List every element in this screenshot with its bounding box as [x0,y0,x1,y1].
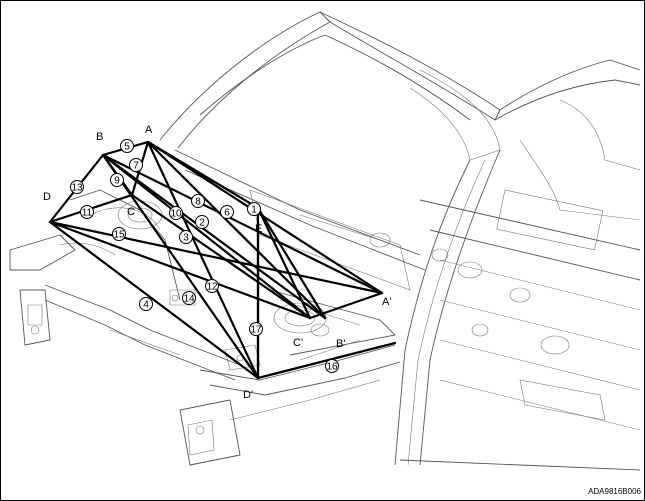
callout-number: 7 [133,161,139,172]
dimension-callout: 10 [169,206,183,220]
dimension-callout: 7 [129,158,143,172]
callout-circle [110,173,124,187]
dimension-callout: 1 [247,202,261,216]
point-label-c: C [127,206,135,218]
callout-number: 17 [250,325,262,336]
point-label-b-prime: B' [336,338,345,350]
callout-circle [249,322,263,336]
callout-circle [220,205,234,219]
vehicle-body-structure [9,11,641,471]
point-label-b: B [96,131,103,143]
callout-number: 12 [206,282,218,293]
callout-number: 14 [183,294,195,305]
callout-circle [70,180,84,194]
callout-number: 2 [199,218,205,229]
callout-circle [195,215,209,229]
dimension-callout: 12 [205,279,219,293]
dimension-callout: 9 [110,173,124,187]
dimension-callout: 2 [195,215,209,229]
callout-number: 6 [224,208,230,219]
point-label-a-prime: A' [382,296,391,308]
callout-circle [139,297,153,311]
dimension-callout: 15 [112,227,126,241]
callout-number: 3 [183,233,189,244]
callout-circle [191,194,205,208]
point-label-d: D [43,191,51,203]
callout-number: 13 [71,183,83,194]
measurement-lines [48,140,397,380]
callout-circle [325,359,339,373]
callout-circle [182,291,196,305]
callout-number: 9 [114,176,120,187]
callout-circle [169,206,183,220]
dimension-callout: 6 [220,205,234,219]
dimension-callout: 17 [249,322,263,336]
point-label-a: A [145,124,153,136]
callout-circle [129,158,143,172]
point-labels: A B C D E A' B' C' D' [43,124,391,401]
dimension-callout: 8 [191,194,205,208]
callout-circle [112,227,126,241]
callout-number: 10 [170,209,182,220]
dimension-callout: 4 [139,297,153,311]
dimension-callout: 14 [182,291,196,305]
callout-circle [205,279,219,293]
point-label-e: E [255,223,262,235]
callout-circle [179,230,193,244]
dimension-callout: 16 [325,359,339,373]
dimension-callout: 13 [70,180,84,194]
point-label-d-prime: D' [243,389,253,401]
callout-number: 16 [326,362,338,373]
callout-circle [120,139,134,153]
callout-number: 1 [251,205,257,216]
dimension-callout: 11 [80,205,94,219]
figure-code: ADA9816B006 [588,487,641,496]
point-label-c-prime: C' [293,337,303,349]
callout-circle [247,202,261,216]
callout-number: 8 [195,197,201,208]
dimension-callout: 5 [120,139,134,153]
callout-number: 15 [113,230,125,241]
callout-number: 11 [82,208,93,219]
callout-circle [80,205,94,219]
callout-number: 5 [124,142,130,153]
dimension-callout: 3 [179,230,193,244]
callout-number: 4 [143,300,149,311]
